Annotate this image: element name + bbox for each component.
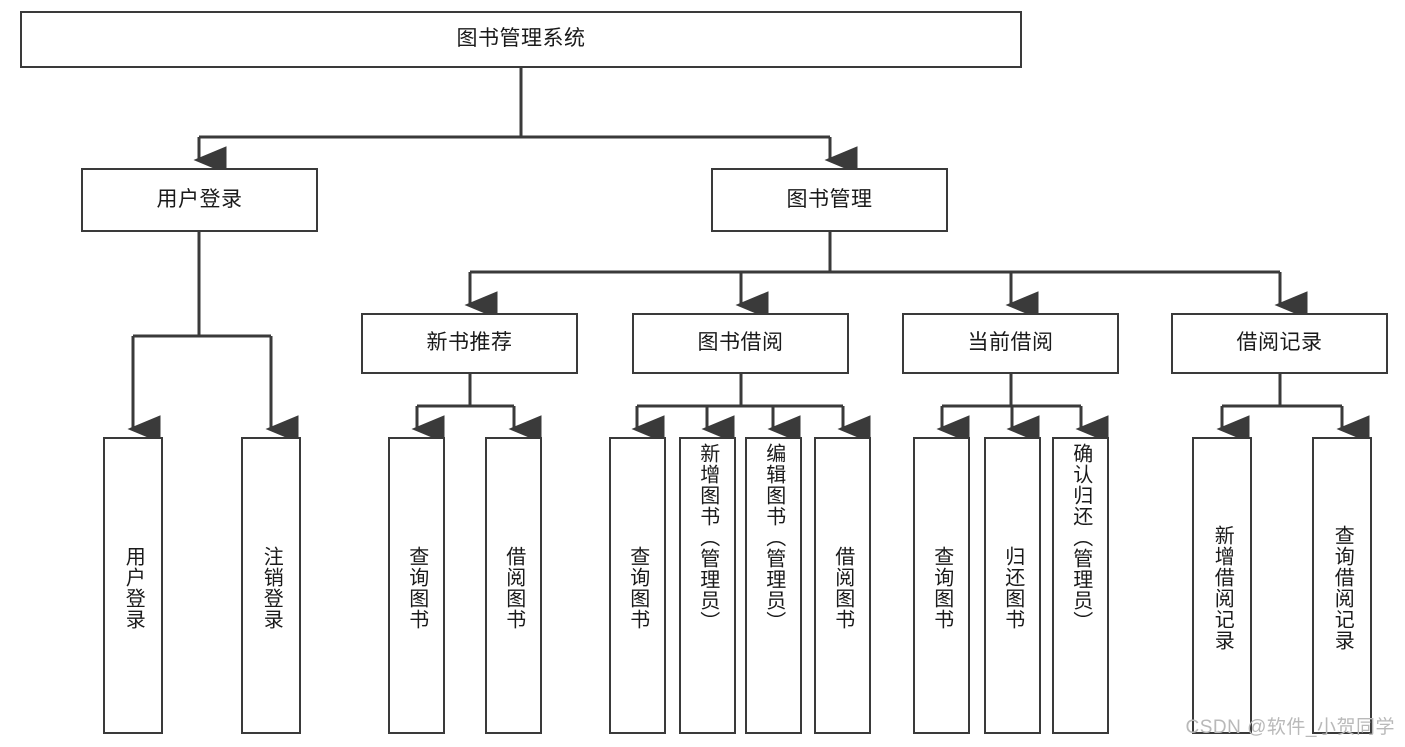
- node-user-login[interactable]: 用户登录: [81, 168, 318, 232]
- node-label: 当前借阅: [967, 331, 1054, 355]
- node-book-management-system[interactable]: 图书管理系统: [20, 11, 1022, 68]
- leaf-confirm-return-admin[interactable]: 确认归还（管理员）: [1052, 437, 1109, 734]
- leaf-query-book-current[interactable]: 查询图书: [913, 437, 970, 734]
- leaf-query-borrow-record[interactable]: 查询借阅记录: [1312, 437, 1372, 734]
- leaf-label: 编辑图书（管理员）: [762, 443, 785, 632]
- leaf-label: 新增借阅记录: [1211, 524, 1234, 651]
- leaf-label: 归还图书: [1001, 545, 1024, 630]
- leaf-user-login[interactable]: 用户登录: [103, 437, 163, 734]
- node-label: 新书推荐: [426, 331, 513, 355]
- leaf-borrow-book-recommend[interactable]: 借阅图书: [485, 437, 542, 734]
- node-label: 图书管理系统: [456, 27, 586, 51]
- csdn-watermark: CSDN @软件_小贺同学: [1185, 717, 1395, 738]
- leaf-edit-book-admin[interactable]: 编辑图书（管理员）: [745, 437, 802, 734]
- node-label: 图书管理: [786, 187, 873, 211]
- node-label: 用户登录: [156, 187, 243, 211]
- node-label: 图书借阅: [697, 331, 784, 355]
- leaf-label: 查询借阅记录: [1331, 524, 1354, 651]
- leaf-borrow-book-borrow[interactable]: 借阅图书: [814, 437, 871, 734]
- leaf-label: 借阅图书: [831, 545, 854, 630]
- node-current-borrow[interactable]: 当前借阅: [902, 313, 1119, 374]
- leaf-user-logout[interactable]: 注销登录: [241, 437, 301, 734]
- node-book-management[interactable]: 图书管理: [711, 168, 948, 232]
- leaf-label: 新增图书（管理员）: [696, 443, 719, 632]
- node-borrow-record[interactable]: 借阅记录: [1171, 313, 1388, 374]
- node-book-borrow[interactable]: 图书借阅: [632, 313, 849, 374]
- leaf-return-book[interactable]: 归还图书: [984, 437, 1041, 734]
- leaf-query-book-recommend[interactable]: 查询图书: [388, 437, 445, 734]
- leaf-add-book-admin[interactable]: 新增图书（管理员）: [679, 437, 736, 734]
- leaf-add-borrow-record[interactable]: 新增借阅记录: [1192, 437, 1252, 734]
- node-label: 借阅记录: [1236, 331, 1323, 355]
- leaf-label: 确认归还（管理员）: [1069, 443, 1092, 632]
- node-new-book-recommend[interactable]: 新书推荐: [361, 313, 578, 374]
- leaf-label: 查询图书: [405, 545, 428, 630]
- leaf-label: 查询图书: [930, 545, 953, 630]
- leaf-label: 查询图书: [626, 545, 649, 630]
- leaf-label: 用户登录: [122, 545, 145, 630]
- leaf-label: 注销登录: [260, 545, 283, 630]
- leaf-label: 借阅图书: [502, 545, 525, 630]
- leaf-query-book-borrow[interactable]: 查询图书: [609, 437, 666, 734]
